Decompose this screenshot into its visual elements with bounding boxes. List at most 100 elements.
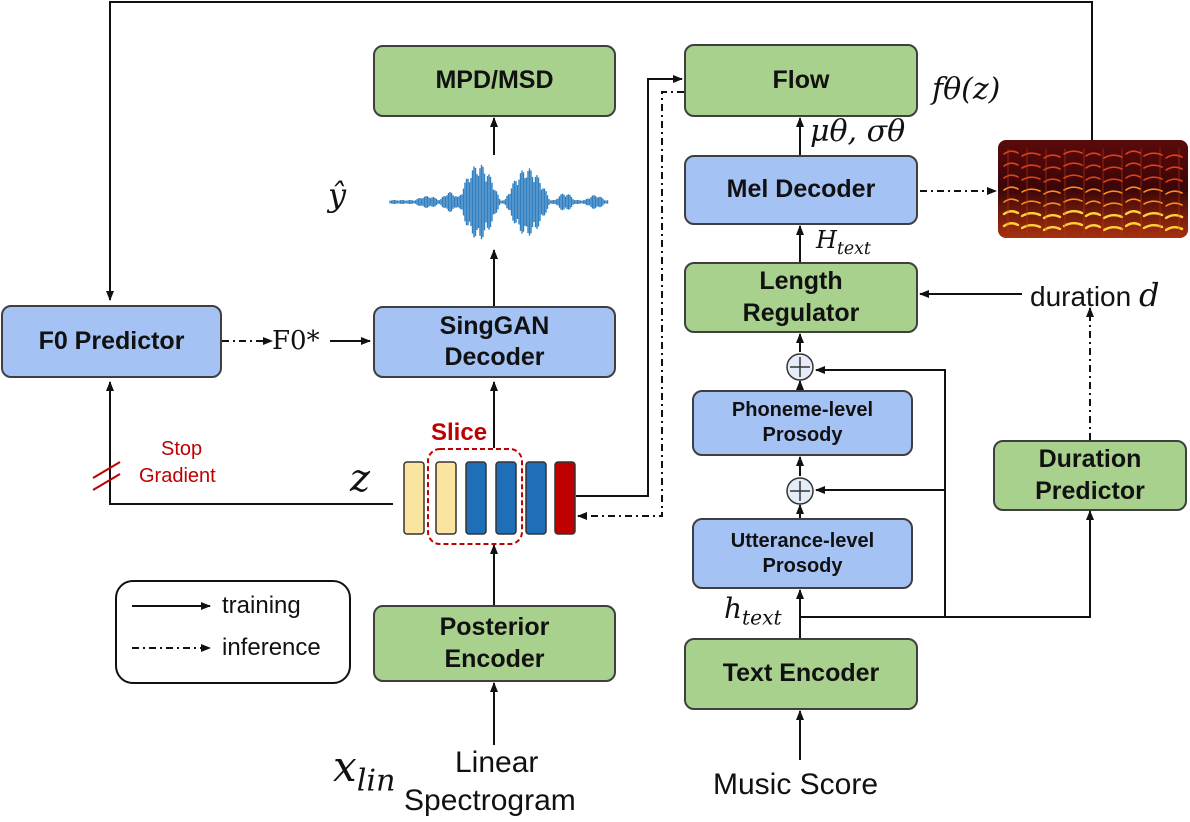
spectrogram-harmonic xyxy=(1063,174,1083,179)
spectrogram-harmonic xyxy=(1043,166,1061,171)
singgan-decoder-box: SingGAN Decoder xyxy=(373,306,616,378)
text-encoder-label: Text Encoder xyxy=(722,659,880,688)
spectrogram-harmonic xyxy=(1043,202,1061,207)
spectrogram-harmonic xyxy=(1103,154,1123,159)
arrow-flow-to-z xyxy=(577,91,684,520)
flow-box: Flow xyxy=(684,44,918,117)
length-regulator-box: Length Regulator xyxy=(684,262,918,333)
spectrogram-harmonic xyxy=(1020,224,1042,230)
spectrogram-harmonic xyxy=(1043,178,1061,183)
spectrogram-harmonic xyxy=(1085,176,1101,181)
latent-bar-2 xyxy=(435,461,457,535)
spectrogram-harmonic xyxy=(1021,176,1041,181)
posterior-encoder-box: Posterior Encoder xyxy=(373,605,616,682)
mel-decoder-box: Mel Decoder xyxy=(684,155,918,225)
spectrogram-harmonic xyxy=(1085,188,1101,193)
mel-decoder-label: Mel Decoder xyxy=(726,175,876,204)
spectrogram-harmonic xyxy=(1063,198,1083,203)
spectrogram-harmonic xyxy=(1165,190,1183,195)
h-text-lower-sub: text xyxy=(742,605,782,630)
duration-label: duration d xyxy=(1030,276,1159,314)
spectrogram-harmonic xyxy=(1042,214,1062,220)
utterance-prosody-label-2: Prosody xyxy=(762,554,843,577)
spectrogram-harmonic xyxy=(1043,190,1061,195)
phoneme-prosody-box: Phoneme-level Prosody xyxy=(692,390,913,456)
spectrogram-harmonic xyxy=(1103,202,1123,207)
spectrogram-harmonic xyxy=(1085,152,1101,157)
text-encoder-box: Text Encoder xyxy=(684,638,918,710)
spectrogram-harmonic xyxy=(1003,186,1019,191)
spectrogram-harmonic xyxy=(1003,162,1019,167)
latent-bar-6 xyxy=(554,461,576,535)
legend-inference-label: inference xyxy=(222,634,321,661)
spectrogram-harmonic xyxy=(1164,214,1184,220)
spectrogram-harmonic xyxy=(1063,186,1083,191)
spectrogram-harmonic xyxy=(1021,188,1041,193)
h-text-upper-sub: text xyxy=(836,238,871,259)
plus-circle-upper xyxy=(786,353,814,381)
slice-label: Slice xyxy=(431,419,488,446)
spectrogram-harmonic xyxy=(1165,166,1183,171)
latent-bar-5 xyxy=(525,461,547,535)
spectrogram-harmonic xyxy=(1002,210,1020,216)
latent-bar-1 xyxy=(403,461,425,535)
arrow-z-to-f0 xyxy=(106,381,393,505)
spectrogram-harmonic xyxy=(1165,178,1183,183)
posterior-encoder-label-2: Encoder xyxy=(444,644,545,673)
z-label: z xyxy=(350,456,371,500)
phoneme-prosody-label-1: Phoneme-level xyxy=(731,399,874,421)
latent-z-bars xyxy=(403,461,576,535)
arrow-spectrogram-to-f0 xyxy=(106,1,1093,301)
spectrogram-harmonic xyxy=(1002,222,1020,228)
spectrogram-harmonic xyxy=(1043,154,1061,159)
mel-spectrogram-image xyxy=(998,140,1188,238)
mpd-msd-label: MPD/MSD xyxy=(435,66,554,95)
spectrogram-harmonic xyxy=(1124,222,1142,228)
slice-bracket xyxy=(427,448,523,545)
spectrogram-harmonic xyxy=(1103,178,1123,183)
spectrogram-harmonic xyxy=(1063,162,1083,167)
spectrogram-harmonic xyxy=(1085,164,1101,169)
plus-circle-lower xyxy=(786,477,814,505)
arrow-htext-to-duration xyxy=(945,510,1094,618)
flow-label: Flow xyxy=(772,65,830,94)
spectrogram-harmonic xyxy=(1125,150,1141,155)
spectrogram-harmonic xyxy=(1102,214,1124,220)
latent-bar-4 xyxy=(495,461,517,535)
spectrogram-harmonic xyxy=(1125,186,1141,191)
duration-predictor-box: Duration Predictor xyxy=(993,440,1187,511)
arrow-z-to-flow xyxy=(576,75,683,497)
spectrogram-harmonic xyxy=(1084,212,1102,218)
latent-bar-3 xyxy=(465,461,487,535)
singgan-label-1: SingGAN xyxy=(439,311,550,340)
posterior-encoder-label-1: Posterior xyxy=(439,613,550,642)
spectrogram-harmonic xyxy=(1042,226,1062,232)
spectrogram-harmonic xyxy=(1003,174,1019,179)
spectrogram-harmonic xyxy=(1103,166,1123,171)
waveform-image xyxy=(389,164,609,240)
spectrogram-harmonic xyxy=(1165,202,1183,207)
h-text-upper-main: H xyxy=(816,226,837,254)
arrow-htext-to-plus-upper xyxy=(800,366,946,618)
mpd-msd-box: MPD/MSD xyxy=(373,45,616,117)
spectrogram-harmonic xyxy=(1021,200,1041,205)
spectrogram-harmonic xyxy=(1125,162,1141,167)
linear-spectrogram-label-1: Linear xyxy=(455,746,539,779)
spectrogram-harmonic xyxy=(1125,198,1141,203)
duration-predictor-label-2: Predictor xyxy=(1035,476,1145,505)
singgan-label-2: Decoder xyxy=(444,343,545,371)
x-lin-sub: lin xyxy=(356,763,396,799)
spectrogram-harmonic xyxy=(1062,210,1084,216)
spectrogram-harmonic xyxy=(1164,226,1184,232)
h-text-lower-main: h xyxy=(724,592,743,625)
spectrogram-harmonic xyxy=(1125,174,1141,179)
utterance-prosody-label-1: Utterance-level xyxy=(730,529,875,552)
x-lin-label: xlin xyxy=(333,742,396,798)
spectrogram-harmonic xyxy=(1020,212,1042,218)
x-lin-main: x xyxy=(333,742,357,791)
spectrogram-harmonic xyxy=(1003,198,1019,203)
stop-gradient-label-2: Gradient xyxy=(139,465,216,487)
f0-star-label: F0* xyxy=(272,326,320,356)
linear-spectrogram-label-2: Spectrogram xyxy=(404,784,576,817)
